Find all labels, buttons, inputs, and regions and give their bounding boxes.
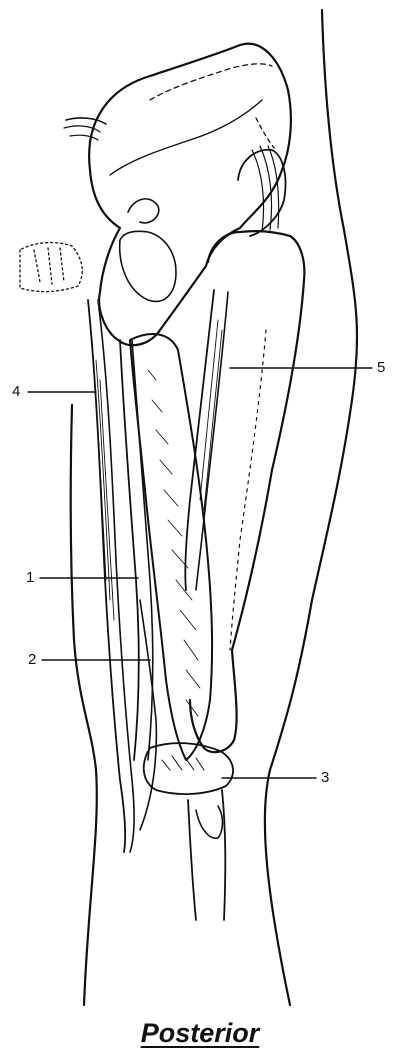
sacrum-lines xyxy=(64,126,100,140)
knee-joint xyxy=(144,743,233,794)
sacrum-edge xyxy=(66,118,106,124)
large-hamstring xyxy=(130,334,212,760)
label-1: 1 xyxy=(26,570,34,585)
muscle-5 xyxy=(185,290,214,590)
dotted-remnant xyxy=(20,243,82,292)
muscle-4-inner xyxy=(98,300,134,852)
knee-shading xyxy=(162,756,204,770)
fibula xyxy=(196,806,223,838)
large-hamstring-hatching xyxy=(148,370,200,716)
muscle-5-fibers xyxy=(200,320,222,510)
leg-outline-left xyxy=(71,405,97,1005)
caption-text: Posterior xyxy=(141,1018,260,1048)
obturator-foramen xyxy=(120,231,176,301)
view-caption: Posterior xyxy=(0,1018,400,1049)
muscle-2 xyxy=(140,600,156,830)
ischial-notch xyxy=(128,199,159,223)
label-3: 3 xyxy=(321,770,329,785)
pelvis-crest-dash xyxy=(256,118,274,148)
label-4: 4 xyxy=(12,384,20,399)
label-2: 2 xyxy=(28,652,36,667)
pelvis-inner-line xyxy=(110,100,262,175)
label-5: 5 xyxy=(377,360,385,375)
femur-shaft-dash xyxy=(230,330,266,650)
muscle-5-inner xyxy=(196,292,228,590)
leg-outline-right xyxy=(265,10,357,1005)
pelvis-bone xyxy=(89,44,291,346)
